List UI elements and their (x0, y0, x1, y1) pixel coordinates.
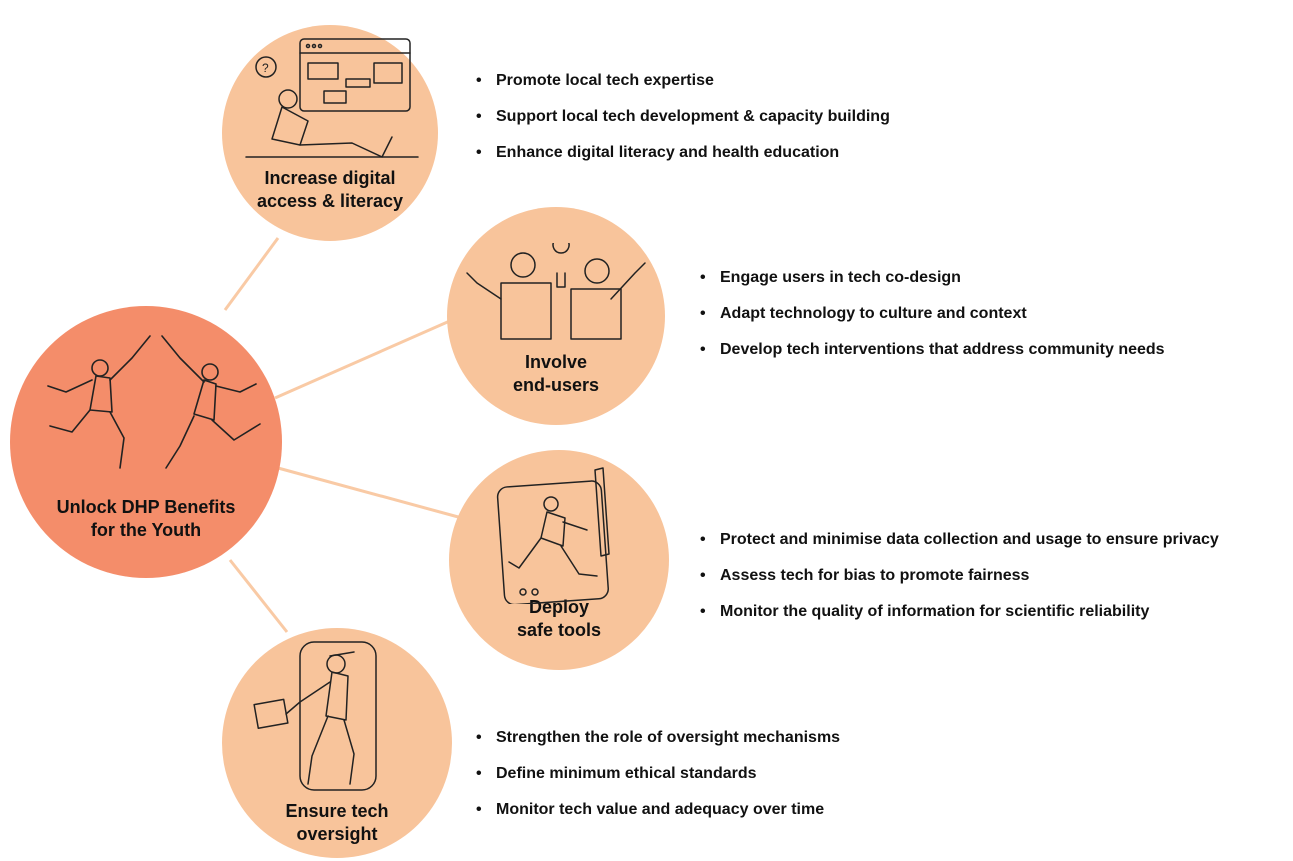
person-on-phone-screen-icon (496, 467, 610, 604)
people-with-lightbulb-icon (466, 243, 646, 340)
svg-text:?: ? (262, 61, 269, 75)
bullet-list-tools: •Protect and minimise data collection an… (700, 530, 1219, 638)
two-people-high-five-icon (47, 335, 261, 469)
bullet-item: •Monitor tech value and adequacy over ti… (476, 801, 825, 818)
bullet-text: Monitor tech value and adequacy over tim… (496, 801, 825, 818)
branch-label-access-line2: access & literacy (256, 191, 404, 211)
bullet-text: Assess tech for bias to promote fairness (720, 567, 1030, 584)
bullet-item: •Define minimum ethical standards (476, 765, 757, 782)
branch-label-oversight-line2: oversight (296, 824, 378, 844)
person-with-spyglass-icon (253, 641, 377, 791)
bullet-item: •Protect and minimise data collection an… (700, 531, 1219, 548)
connector-users (274, 318, 453, 400)
bullet-list-users: •Engage users in tech co-design •Adapt t… (700, 268, 1165, 376)
branch-circle-tools: Deploy safe tools (449, 450, 669, 670)
bullet-text: Develop tech interventions that address … (720, 341, 1165, 358)
hub-label: Unlock DHP Benefits for the Youth (57, 496, 236, 542)
bullet-item: •Promote local tech expertise (476, 72, 714, 89)
branch-label-access-line1: Increase digital (264, 168, 396, 188)
bullet-text: Protect and minimise data collection and… (720, 531, 1219, 548)
bullet-item: •Enhance digital literacy and health edu… (476, 144, 840, 161)
bullet-list-oversight: •Strengthen the role of oversight mechan… (476, 728, 840, 836)
bullet-item: •Develop tech interventions that address… (700, 341, 1165, 358)
branch-label-tools-line2: safe tools (516, 620, 602, 640)
bullet-item: •Monitor the quality of information for … (700, 603, 1150, 620)
branch-circle-access: ? Increase digital access & literacy (222, 25, 438, 241)
bullet-text: Monitor the quality of information for s… (720, 603, 1150, 620)
branch-circle-users: Involve end-users (447, 207, 665, 425)
bullet-text: Engage users in tech co-design (720, 269, 961, 286)
bullet-text: Promote local tech expertise (496, 72, 714, 89)
bullet-item: •Strengthen the role of oversight mechan… (476, 729, 841, 746)
hub-label-line1: Unlock DHP Benefits (56, 497, 236, 517)
bullet-text: Define minimum ethical standards (496, 765, 757, 782)
bullet-text: Adapt technology to culture and context (720, 305, 1027, 322)
branch-label-oversight-line1: Ensure tech (285, 801, 389, 821)
bullet-text: Strengthen the role of oversight mechani… (496, 729, 841, 746)
bullet-item: •Engage users in tech co-design (700, 269, 961, 286)
hub-circle: Unlock DHP Benefits for the Youth (10, 306, 282, 578)
bullet-text: Support local tech development & capacit… (496, 108, 890, 125)
bullet-item: •Support local tech development & capaci… (476, 108, 890, 125)
branch-label-users-line2: end-users (512, 375, 600, 395)
bullet-item: •Adapt technology to culture and context (700, 305, 1027, 322)
connector-tools (277, 466, 463, 520)
branch-label-oversight: Ensure tech oversight (285, 800, 388, 846)
hub-label-line2: for the Youth (90, 520, 202, 540)
bullet-list-access: •Promote local tech expertise •Support l… (476, 71, 890, 179)
branch-label-users: Involve end-users (513, 351, 599, 397)
branch-label-users-line1: Involve (524, 352, 588, 372)
bullet-text: Enhance digital literacy and health educ… (496, 144, 840, 161)
bullet-item: •Assess tech for bias to promote fairnes… (700, 567, 1030, 584)
person-with-laptop-icon: ? (245, 38, 419, 158)
connector-access (223, 237, 280, 311)
branch-circle-oversight: Ensure tech oversight (222, 628, 452, 858)
branch-label-access: Increase digital access & literacy (257, 167, 403, 213)
branch-label-tools: Deploy safe tools (517, 596, 601, 642)
connector-oversight (228, 559, 289, 633)
